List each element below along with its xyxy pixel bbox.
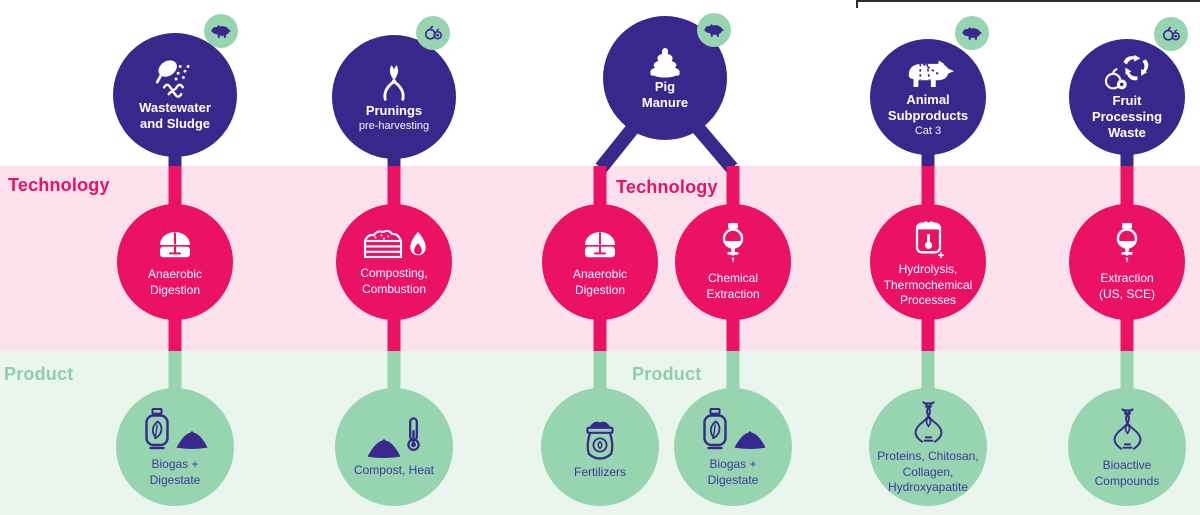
compost-pile-icon bbox=[366, 438, 402, 458]
source-fruit-processing-circle: Fruit Processing Waste bbox=[1069, 39, 1185, 155]
pig-cuts-icon bbox=[901, 55, 955, 92]
technology-anaerobic-digestion-circle: Anaerobic Digestion bbox=[542, 204, 658, 320]
fertilizer-sack-icon bbox=[580, 414, 620, 460]
product-bioactive-compounds-circle: Bioactive Compounds bbox=[1068, 388, 1186, 506]
anaerobic-digester-icon bbox=[151, 225, 199, 261]
gas-cylinder-leaf-icon bbox=[700, 406, 730, 452]
technology-extraction-circle: Extraction (US, SCE) bbox=[1069, 204, 1185, 320]
technology-hydrolysis-circle: Hydrolysis, Thermochemical Processes bbox=[870, 204, 986, 320]
product-compost-heat-circle: Compost, Heat bbox=[335, 388, 453, 506]
product-label-mid: Product bbox=[632, 364, 702, 384]
technology-label-left: Technology bbox=[8, 175, 110, 195]
fruit-badge bbox=[416, 16, 450, 50]
pig-badge bbox=[955, 16, 989, 50]
pig-icon bbox=[962, 25, 983, 41]
manure-icon bbox=[644, 45, 686, 79]
technology-label: Hydrolysis, Thermochemical Processes bbox=[883, 262, 973, 308]
flame-icon bbox=[408, 230, 428, 258]
pig-icon bbox=[704, 22, 725, 38]
product-label-left: Product bbox=[4, 364, 74, 384]
pig-badge bbox=[204, 14, 238, 48]
pig-badge bbox=[697, 13, 731, 47]
technology-label: Extraction (US, SCE) bbox=[1098, 271, 1155, 301]
dna-helix-icon bbox=[1113, 405, 1142, 453]
hydrolysis-vessel-icon bbox=[912, 215, 945, 259]
fruit-icon bbox=[423, 25, 444, 41]
technology-chemical-extraction-circle: Chemical Extraction bbox=[675, 204, 791, 320]
top-border-line bbox=[856, 0, 1200, 2]
technology-anaerobic-digestion-circle: Anaerobic Digestion bbox=[117, 204, 233, 320]
source-title: Pig Manure bbox=[641, 79, 689, 110]
anaerobic-digester-icon bbox=[576, 225, 624, 261]
product-biogas-digestate-circle: Biogas + Digestate bbox=[116, 388, 234, 506]
technology-label: Composting, Combustion bbox=[360, 266, 428, 296]
pruning-shears-icon bbox=[373, 61, 415, 103]
technology-label-mid: Technology bbox=[616, 177, 718, 197]
product-label: Bioactive Compounds bbox=[1094, 457, 1160, 488]
source-wastewater-circle: Wastewater and Sludge bbox=[113, 33, 237, 157]
thermometer-icon bbox=[405, 416, 422, 452]
dna-helix-icon bbox=[914, 398, 943, 446]
product-label: Biogas + Digestate bbox=[149, 456, 201, 487]
separating-funnel-icon bbox=[718, 221, 748, 265]
product-label: Biogas + Digestate bbox=[707, 456, 759, 487]
product-label: Proteins, Chitosan, Collagen, Hydroxyapa… bbox=[877, 449, 979, 495]
fruit-icon bbox=[1161, 26, 1182, 42]
source-subtitle: Cat 3 bbox=[914, 124, 942, 137]
product-label: Compost, Heat bbox=[353, 462, 435, 477]
digestate-pile-icon bbox=[733, 430, 767, 449]
source-prunings-circle: Prunings pre-harvesting bbox=[332, 35, 456, 159]
digestate-pile-icon bbox=[175, 430, 209, 449]
source-animal-subproducts-circle: Animal Subproducts Cat 3 bbox=[870, 39, 986, 155]
fruit-recycling-icon bbox=[1103, 53, 1151, 93]
gas-cylinder-leaf-icon bbox=[142, 406, 172, 452]
product-biogas-digestate-circle: Biogas + Digestate bbox=[674, 388, 792, 506]
product-proteins-circle: Proteins, Chitosan, Collagen, Hydroxyapa… bbox=[869, 388, 987, 506]
source-title: Fruit Processing Waste bbox=[1091, 93, 1163, 140]
product-fertilizers-circle: Fertilizers bbox=[541, 388, 659, 506]
source-title: Wastewater and Sludge bbox=[139, 100, 211, 131]
source-title: Prunings bbox=[365, 102, 423, 118]
technology-label: Anaerobic Digestion bbox=[147, 267, 203, 297]
source-subtitle: pre-harvesting bbox=[358, 119, 430, 132]
source-title: Animal Subproducts bbox=[887, 92, 969, 124]
top-border-tick bbox=[856, 0, 858, 8]
pig-icon bbox=[211, 23, 232, 39]
shower-spray-icon bbox=[152, 58, 198, 100]
product-label: Fertilizers bbox=[573, 464, 626, 479]
technology-label: Chemical Extraction bbox=[706, 271, 760, 301]
compost-bin-icon bbox=[361, 226, 405, 260]
separating-funnel-icon bbox=[1112, 221, 1142, 265]
technology-composting-combustion-circle: Composting, Combustion bbox=[336, 204, 452, 320]
technology-label: Anaerobic Digestion bbox=[572, 267, 628, 297]
fruit-badge bbox=[1154, 17, 1188, 51]
